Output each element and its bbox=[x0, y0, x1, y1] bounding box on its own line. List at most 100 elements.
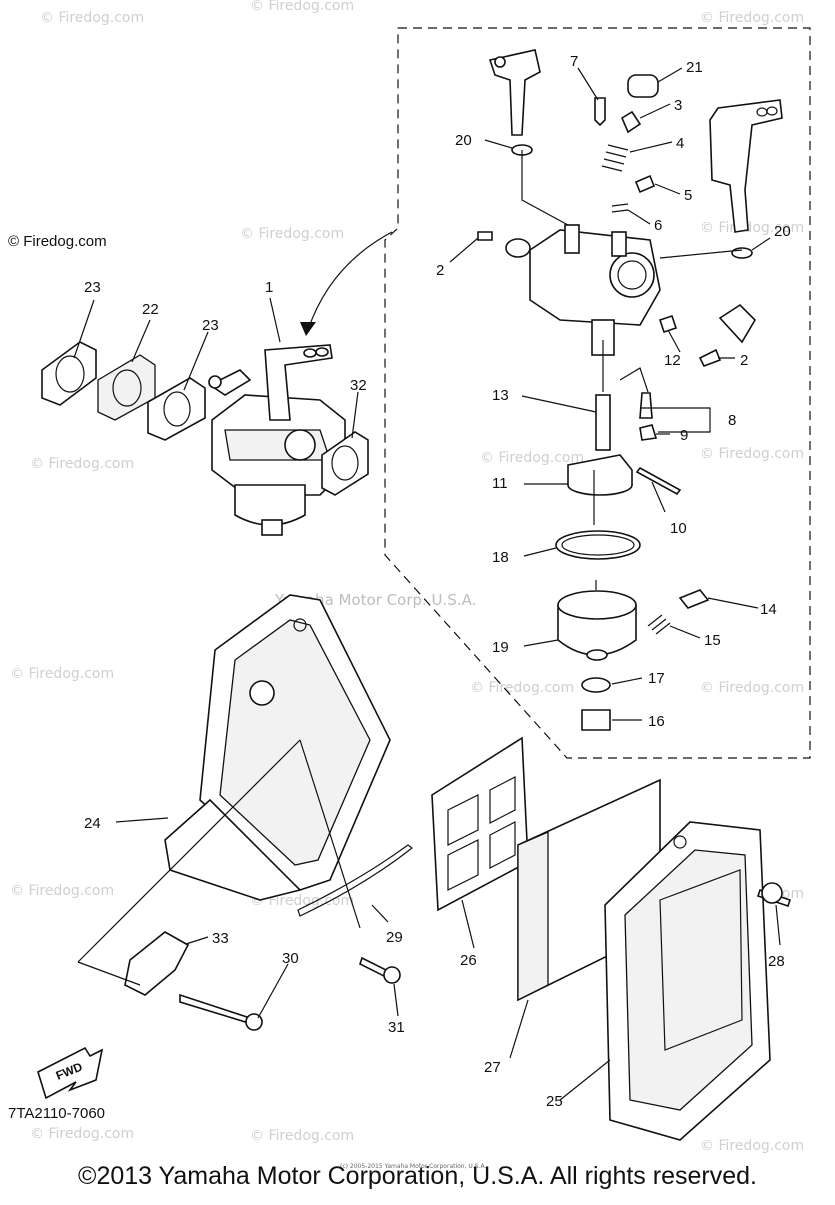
screw-5 bbox=[634, 174, 656, 194]
leader-lines bbox=[73, 67, 781, 1101]
callout-3: 3 bbox=[674, 97, 682, 114]
float-11 bbox=[567, 454, 633, 496]
cap-21 bbox=[627, 74, 659, 98]
watermark: © Firedog.com bbox=[250, 1128, 354, 1144]
callout-11: 11 bbox=[492, 475, 508, 492]
callout-7: 7 bbox=[570, 53, 578, 70]
gasket-23-a bbox=[41, 341, 97, 406]
pointer-arrowhead bbox=[300, 322, 316, 336]
clip-9 bbox=[639, 424, 658, 441]
callout-21: 21 bbox=[686, 59, 703, 76]
spacer-22 bbox=[97, 354, 156, 421]
callout-23: 23 bbox=[84, 279, 101, 296]
watermark: Yamaha Motor Corp. U.S.A. bbox=[274, 591, 476, 609]
callout-22: 22 bbox=[142, 301, 159, 318]
bracket-8 bbox=[640, 407, 711, 433]
firedog-label: © Firedog.com bbox=[8, 233, 107, 250]
callout-5: 5 bbox=[684, 187, 692, 204]
callout-30: 30 bbox=[282, 950, 299, 967]
gasket-26 bbox=[431, 736, 529, 912]
watermark: © Firedog.com bbox=[30, 456, 134, 472]
callout-25: 25 bbox=[546, 1093, 563, 1110]
part-code: 7TA2110-7060 bbox=[8, 1105, 105, 1122]
exploded-view-boundary bbox=[384, 27, 811, 759]
spring-6 bbox=[611, 203, 629, 213]
callout-33: 33 bbox=[212, 930, 229, 947]
watermark: © Firedog.com bbox=[700, 446, 804, 462]
spring-4 bbox=[601, 144, 629, 172]
watermark: © Firedog.com bbox=[700, 680, 804, 696]
plate-right bbox=[718, 303, 757, 344]
callout-17: 17 bbox=[648, 670, 665, 687]
callout-9: 9 bbox=[680, 427, 688, 444]
pointer-arrow bbox=[307, 231, 393, 331]
watermark: © Firedog.com bbox=[40, 10, 144, 26]
watermark: © Firedog.com bbox=[250, 0, 354, 14]
callout-13: 13 bbox=[492, 387, 509, 404]
callout-8: 8 bbox=[728, 412, 736, 429]
callout-14: 14 bbox=[760, 601, 777, 618]
drain-bolt-16 bbox=[581, 709, 611, 731]
carburetor-assembly bbox=[208, 344, 346, 536]
screw-3 bbox=[620, 110, 642, 134]
callout-12: 12 bbox=[664, 352, 681, 369]
callout-28: 28 bbox=[768, 953, 785, 970]
fwd-arrow-icon: FWD bbox=[37, 1046, 104, 1100]
callout-2: 2 bbox=[740, 352, 748, 369]
callout-27: 27 bbox=[484, 1059, 501, 1076]
gasket-18 bbox=[555, 530, 641, 560]
carburetor-body bbox=[529, 224, 661, 356]
watermark: © Firedog.com bbox=[700, 220, 804, 236]
screw-2-a bbox=[477, 231, 493, 241]
watermark: © Firedog.com bbox=[700, 10, 804, 26]
screw-12 bbox=[658, 314, 678, 334]
gasket-23-b bbox=[147, 377, 206, 441]
air-cleaner-case-24 bbox=[164, 594, 391, 901]
callout-20: 20 bbox=[774, 223, 791, 240]
callout-18: 18 bbox=[492, 549, 509, 566]
watermark: © Firedog.com bbox=[240, 226, 344, 242]
screw-2-b bbox=[698, 348, 722, 368]
watermark: © Firedog.com bbox=[250, 893, 354, 909]
throttle-lever bbox=[488, 49, 541, 136]
gasket-33 bbox=[124, 931, 190, 996]
choke-lever bbox=[709, 99, 783, 233]
callout-2: 2 bbox=[436, 262, 444, 279]
tiny-note: (c) 2005-2015 Yamaha Motor Corporation, … bbox=[340, 1163, 487, 1170]
callout-1: 1 bbox=[265, 279, 273, 296]
gasket-32 bbox=[321, 431, 369, 496]
washer-17 bbox=[581, 677, 611, 693]
callout-19: 19 bbox=[492, 639, 509, 656]
callout-4: 4 bbox=[676, 135, 684, 152]
cover-25 bbox=[604, 821, 771, 1141]
watermark: © Firedog.com bbox=[480, 450, 584, 466]
bolt-30 bbox=[179, 993, 254, 1026]
copyright-footer: ©2013 Yamaha Motor Corporation, U.S.A. A… bbox=[78, 1162, 757, 1190]
washer-20-b bbox=[731, 247, 753, 259]
watermark: © Firedog.com bbox=[10, 883, 114, 899]
callout-31: 31 bbox=[388, 1019, 405, 1036]
callout-26: 26 bbox=[460, 952, 477, 969]
callout-10: 10 bbox=[670, 520, 687, 537]
hose-29 bbox=[297, 844, 413, 917]
spring-15 bbox=[647, 614, 671, 635]
callout-24: 24 bbox=[84, 815, 101, 832]
float-bowl-19 bbox=[557, 590, 637, 661]
callout-numbers: 1 2 2 3 4 5 6 7 8 9 10 11 12 13 14 15 16… bbox=[84, 53, 791, 1110]
screw-14 bbox=[678, 589, 710, 609]
screw-7 bbox=[594, 97, 606, 127]
pin-10 bbox=[635, 466, 682, 496]
nozzle-13 bbox=[595, 394, 611, 451]
callout-29: 29 bbox=[386, 929, 403, 946]
callout-15: 15 bbox=[704, 632, 721, 649]
callout-20: 20 bbox=[455, 132, 472, 149]
watermark: © Firedog.com bbox=[470, 680, 574, 696]
watermark: © Firedog.com bbox=[30, 1126, 134, 1142]
callout-16: 16 bbox=[648, 713, 665, 730]
plate bbox=[505, 238, 531, 258]
callout-23: 23 bbox=[202, 317, 219, 334]
callout-6: 6 bbox=[654, 217, 662, 234]
needle-valve-8 bbox=[639, 392, 653, 419]
